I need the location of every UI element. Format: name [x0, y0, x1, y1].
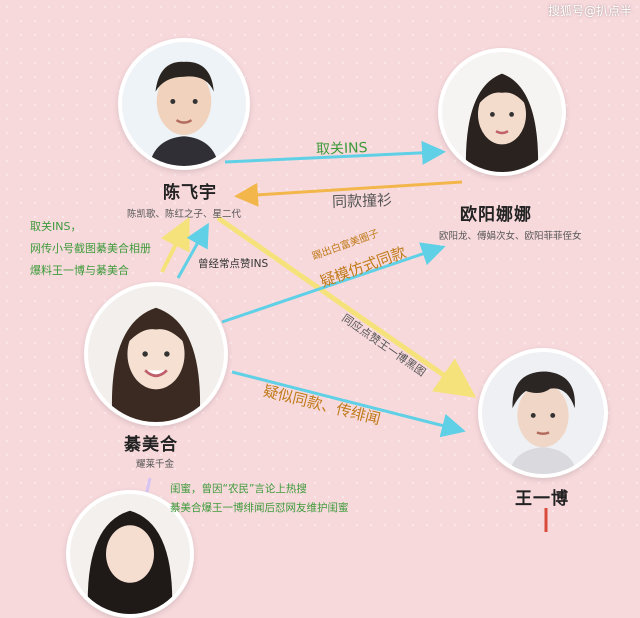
- portrait-male-icon: [122, 42, 246, 166]
- arrow-ouyang-to-chen: [234, 180, 463, 207]
- avatar-wang-yibo: [478, 348, 608, 478]
- label-unfollow: 取关INS: [315, 140, 368, 158]
- avatar-qin-meihe: [84, 282, 228, 426]
- name-ouyang-nana: 欧阳娜娜: [460, 205, 532, 225]
- portrait-female-icon: [88, 286, 224, 422]
- desc-qin-meihe: 耀莱千金: [136, 459, 175, 470]
- note-bottom-1: 闺蜜，曾因“农民”言论上热搜: [170, 483, 307, 495]
- desc-ouyang-nana: 欧阳龙、傅娟次女、欧阳菲菲侄女: [439, 231, 582, 242]
- label-same-shirt: 同款撞衫: [331, 190, 393, 212]
- name-chen-feiyu: 陈飞宇: [163, 183, 217, 203]
- note-left-3: 爆料王一博与綦美合: [30, 264, 129, 277]
- arrow-chen-to-ouyang: [224, 140, 446, 165]
- arrow-chen-to-wang: [216, 215, 477, 398]
- watermark: 搜狐号@扒点半: [547, 4, 632, 18]
- name-qin-meihe: 綦美合: [124, 435, 178, 455]
- arrow-qin-to-wang: [231, 370, 466, 438]
- name-wang-yibo: 王一博: [515, 489, 569, 509]
- desc-chen-feiyu: 陈凯歌、陈红之子、星二代: [127, 209, 242, 220]
- arrow-qin-to-chen: [160, 216, 190, 273]
- portrait-male-icon: [482, 352, 604, 474]
- arrow-qin-to-ouyang: [221, 242, 446, 324]
- arrow-qin-to-chen-2: [176, 222, 209, 279]
- label-liked-ins: 曾经常点赞INS: [198, 258, 269, 270]
- note-left-1: 取关INS，: [30, 220, 82, 233]
- relation-lines: [142, 140, 548, 532]
- note-left-2: 网传小号截图綦美合相册: [30, 242, 151, 255]
- portrait-female-icon: [442, 52, 562, 172]
- avatar-ouyang-nana: [438, 48, 566, 176]
- note-bottom-2: 綦美合爆王一博绯闻后怼网友维护闺蜜: [170, 502, 349, 514]
- avatar-chen-feiyu: [118, 38, 250, 170]
